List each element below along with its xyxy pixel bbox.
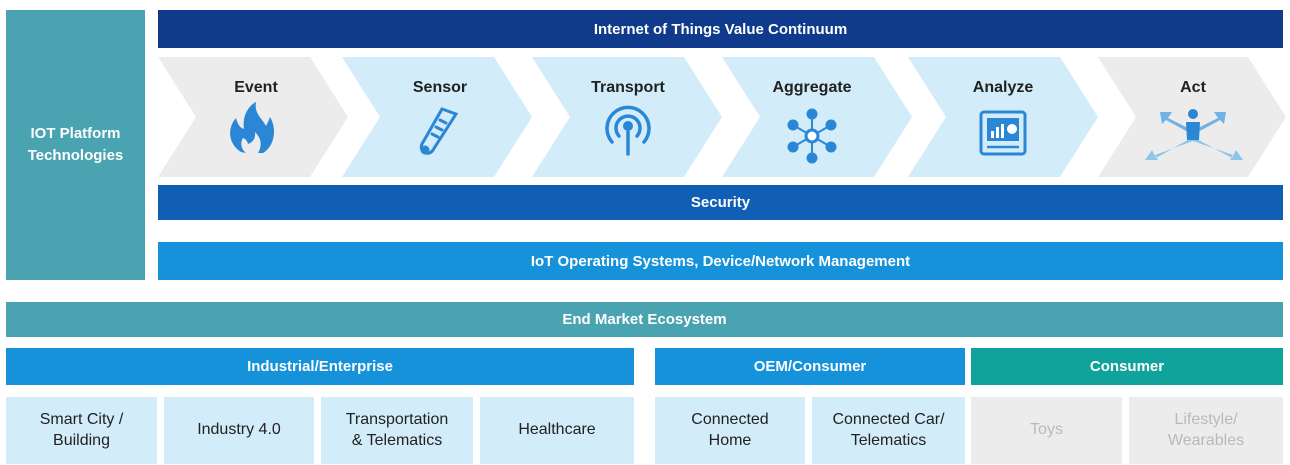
market-line-1: Toys xyxy=(1030,421,1063,439)
step-analyze: Analyze xyxy=(908,57,1098,177)
platform-line-1: IOT Platform xyxy=(30,125,121,143)
step-act: Act xyxy=(1098,57,1286,177)
market-line-1: Healthcare xyxy=(518,421,596,439)
market-line-1: Lifestyle/ xyxy=(1174,410,1238,428)
step-aggregate-label: Aggregate xyxy=(772,79,851,96)
market-line-1: Smart City / xyxy=(39,410,124,428)
segment-industrial-enterprise: Industrial/Enterprise xyxy=(6,348,634,385)
market-toys: Toys xyxy=(971,397,1122,464)
market-line-1: Connected xyxy=(691,410,769,428)
person-arrows-icon xyxy=(1145,109,1243,160)
antenna-icon xyxy=(605,105,651,156)
step-sensor-label: Sensor xyxy=(413,79,467,96)
os-device-management-bar: IoT Operating Systems, Device/Network Ma… xyxy=(158,242,1283,280)
market-line-2: Home xyxy=(708,431,752,449)
market-line-1: Connected Car/ xyxy=(832,410,945,428)
end-market-ecosystem-bar: End Market Ecosystem xyxy=(6,302,1283,337)
thermometer-icon xyxy=(419,107,459,155)
continuum-title: Internet of Things Value Continuum xyxy=(158,10,1283,48)
step-analyze-label: Analyze xyxy=(973,79,1034,96)
step-aggregate: Aggregate xyxy=(722,57,912,177)
security-bar: Security xyxy=(158,185,1283,220)
step-sensor: Sensor xyxy=(342,57,532,177)
market-line-2: Building xyxy=(53,431,110,449)
dashboard-icon xyxy=(979,110,1027,156)
market-smart-city-building: Smart City / Building xyxy=(6,397,157,464)
market-connected-car-telematics: Connected Car/Telematics xyxy=(812,397,965,464)
platform-line-2: Technologies xyxy=(27,147,124,164)
market-lifestyle-wearables: Lifestyle/Wearables xyxy=(1129,397,1283,464)
market-line-2: & Telematics xyxy=(351,431,443,449)
step-transport: Transport xyxy=(532,57,722,177)
market-transportation-telematics: Transportation & Telematics xyxy=(321,397,473,464)
segment-consumer: Consumer xyxy=(971,348,1283,385)
flame-icon xyxy=(230,102,275,153)
platform-technologies-label: IOT Platform Technologies xyxy=(6,10,145,280)
market-industry-4-0: Industry 4.0 xyxy=(164,397,314,464)
market-healthcare: Healthcare xyxy=(480,397,634,464)
step-transport-label: Transport xyxy=(591,79,665,96)
segment-oem-consumer: OEM/Consumer xyxy=(655,348,965,385)
network-hub-icon xyxy=(787,108,837,164)
step-act-label: Act xyxy=(1180,79,1206,96)
market-line-1: Transportation xyxy=(345,410,449,428)
market-line-2: Telematics xyxy=(850,431,927,449)
step-event: Event xyxy=(158,57,348,177)
market-line-1: Industry 4.0 xyxy=(197,421,281,439)
step-event-label: Event xyxy=(234,79,278,96)
market-line-2: Wearables xyxy=(1167,431,1245,449)
